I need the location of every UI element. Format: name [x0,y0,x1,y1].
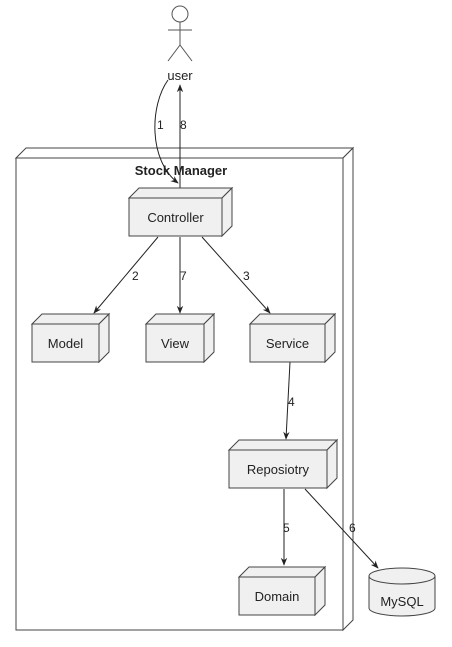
actor-icon [167,5,193,62]
edge-repository-mysql [304,488,379,569]
node-repository[interactable]: Reposiotry [227,438,339,490]
database-label: MySQL [380,594,423,609]
edge-label-5: 5 [283,521,290,535]
edge-label-8: 8 [180,118,187,132]
container-title: Stock Manager [135,163,227,178]
node-domain[interactable]: Domain [237,565,327,617]
edge-label-7: 7 [180,269,187,283]
node-model-label: Model [48,336,84,351]
edge-label-1: 1 [157,118,164,132]
node-model[interactable]: Model [30,312,111,364]
node-controller-label: Controller [147,210,204,225]
node-controller[interactable]: Controller [127,186,234,238]
edge-labels: 1 8 2 7 3 4 5 6 [132,118,356,535]
node-service[interactable]: Service [248,312,337,364]
database-mysql[interactable]: MySQL [368,567,436,617]
edge-controller-model [93,236,159,314]
node-domain-label: Domain [255,589,300,604]
edge-service-repository [283,361,291,440]
node-service-label: Service [266,336,309,351]
actor-label: user [167,68,193,83]
node-view[interactable]: View [144,312,216,364]
edges [93,79,379,569]
edge-controller-service [201,236,271,314]
edge-label-4: 4 [288,395,295,409]
edge-label-6: 6 [349,521,356,535]
node-repository-label: Reposiotry [247,462,310,477]
user-actor[interactable]: user [167,5,193,83]
edge-label-3: 3 [243,269,250,283]
edge-user-controller [154,79,179,184]
node-view-label: View [161,336,190,351]
edge-label-2: 2 [132,269,139,283]
